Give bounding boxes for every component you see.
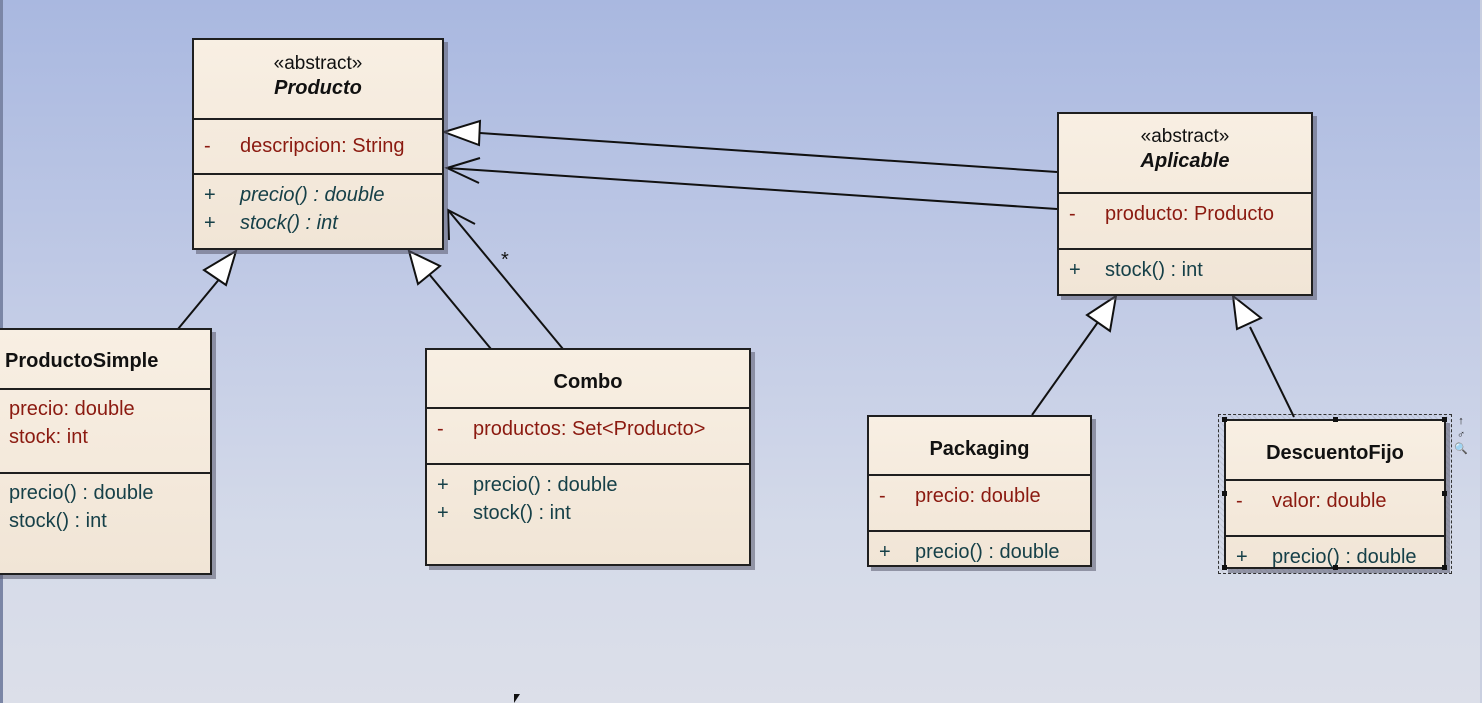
move-up-arrow-icon[interactable]: ↑ <box>1458 415 1464 427</box>
visibility-marker: + <box>437 474 449 496</box>
operation-text: precio() : double <box>1272 546 1417 568</box>
operation-row[interactable]: stock() : int <box>0 507 210 535</box>
operation-compartment: + stock() : int <box>1059 250 1311 290</box>
operation-compartment: precio() : double stock() : int <box>0 474 210 541</box>
visibility-marker: - <box>879 485 886 507</box>
generalization-combo-producto[interactable] <box>407 249 492 350</box>
operation-compartment: + precio() : double + stock() : int <box>427 465 749 533</box>
attribute-compartment: - descripcion: String <box>194 120 442 175</box>
operation-row[interactable]: + precio() : double <box>869 538 1090 566</box>
attribute-row[interactable]: - productos: Set<Producto> <box>427 415 749 443</box>
attribute-row[interactable]: - descripcion: String <box>194 132 442 160</box>
operation-text: precio() : double <box>915 541 1060 563</box>
operation-text: stock() : int <box>473 502 571 524</box>
attribute-compartment: precio: double stock: int <box>0 390 210 474</box>
visibility-marker: + <box>879 541 891 563</box>
attribute-row[interactable]: stock: int <box>0 423 210 451</box>
multiplicity-label: * <box>501 249 509 271</box>
association-combo-productos[interactable] <box>446 208 564 350</box>
visibility-marker: + <box>1236 546 1248 568</box>
resize-handle[interactable] <box>1222 417 1227 422</box>
generalization-productosimple-producto[interactable] <box>177 248 238 330</box>
visibility-marker: - <box>437 418 444 440</box>
operation-row[interactable]: + precio() : double <box>194 181 442 209</box>
class-name: Producto <box>274 77 362 99</box>
link-icon[interactable]: ♂ <box>1456 429 1466 441</box>
operation-compartment: + precio() : double <box>869 532 1090 572</box>
visibility-marker: + <box>1069 259 1081 281</box>
attribute-row[interactable]: - precio: double <box>869 482 1090 510</box>
operation-row[interactable]: + precio() : double <box>427 471 749 499</box>
attribute-text: precio: double <box>915 485 1041 507</box>
stereotype-label: «abstract» <box>1140 126 1230 147</box>
generalization-packaging-aplicable[interactable] <box>1031 293 1118 416</box>
operation-text: precio() : double <box>473 474 618 496</box>
attribute-compartment: - precio: double <box>869 476 1090 532</box>
attribute-row[interactable]: - producto: Producto <box>1059 200 1311 228</box>
attribute-row[interactable]: - valor: double <box>1226 487 1444 515</box>
resize-handle[interactable] <box>1442 491 1447 496</box>
class-name: Combo <box>553 371 623 393</box>
attribute-text: productos: Set<Producto> <box>473 418 706 440</box>
class-name: ProductoSimple <box>5 350 159 372</box>
visibility-marker: + <box>204 184 216 206</box>
class-packaging[interactable]: Packaging - precio: double + precio() : … <box>867 415 1092 567</box>
attribute-row[interactable]: precio: double <box>0 395 210 423</box>
operation-compartment: + precio() : double + stock() : int <box>194 175 442 243</box>
operation-compartment: + precio() : double <box>1226 537 1444 577</box>
class-combo[interactable]: Combo - productos: Set<Producto> + preci… <box>425 348 751 566</box>
operation-row[interactable]: + stock() : int <box>427 499 749 527</box>
operation-text: precio() : double <box>9 482 154 504</box>
attribute-text: descripcion: String <box>240 135 405 157</box>
attribute-text: producto: Producto <box>1105 203 1274 225</box>
resize-handle[interactable] <box>1333 565 1338 570</box>
generalization-aplicable-producto[interactable] <box>440 119 1058 173</box>
visibility-marker: - <box>204 135 211 157</box>
attribute-compartment: - producto: Producto <box>1059 194 1311 250</box>
operation-row[interactable]: precio() : double <box>0 479 210 507</box>
resize-handle[interactable] <box>1222 565 1227 570</box>
operation-text: stock() : int <box>240 212 338 234</box>
visibility-marker: + <box>204 212 216 234</box>
operation-row[interactable]: + precio() : double <box>1226 543 1444 571</box>
visibility-marker: - <box>1236 490 1243 512</box>
operation-text: stock() : int <box>1105 259 1203 281</box>
window-right-edge <box>1480 0 1482 703</box>
class-name: Aplicable <box>1140 150 1230 172</box>
attribute-text: stock: int <box>9 426 88 448</box>
mouse-pointer-icon <box>514 694 520 703</box>
stereotype-label: «abstract» <box>273 53 363 74</box>
operation-row[interactable]: + stock() : int <box>194 209 442 237</box>
resize-handle[interactable] <box>1333 417 1338 422</box>
zoom-icon[interactable]: 🔍 <box>1454 443 1468 455</box>
attribute-compartment: - valor: double <box>1226 481 1444 537</box>
resize-handle[interactable] <box>1442 565 1447 570</box>
attribute-text: valor: double <box>1272 490 1387 512</box>
operation-text: stock() : int <box>9 510 107 532</box>
class-producto[interactable]: «abstract» Producto - descripcion: Strin… <box>192 38 444 250</box>
class-aplicable[interactable]: «abstract» Aplicable - producto: Product… <box>1057 112 1313 296</box>
class-productosimple[interactable]: ProductoSimple precio: double stock: int… <box>0 328 212 575</box>
attribute-compartment: - productos: Set<Producto> <box>427 409 749 465</box>
resize-handle[interactable] <box>1222 491 1227 496</box>
association-aplicable-producto[interactable] <box>444 157 1058 210</box>
visibility-marker: + <box>437 502 449 524</box>
class-name: Packaging <box>929 438 1030 460</box>
class-descuentofijo[interactable]: DescuentoFijo - valor: double + precio()… <box>1224 419 1446 569</box>
operation-text: precio() : double <box>240 184 385 206</box>
operation-row[interactable]: + stock() : int <box>1059 256 1311 284</box>
visibility-marker: - <box>1069 203 1076 225</box>
attribute-text: precio: double <box>9 398 135 420</box>
resize-handle[interactable] <box>1442 417 1447 422</box>
selection-toolbar[interactable]: ↑ ♂ 🔍 <box>1453 414 1469 456</box>
class-name: DescuentoFijo <box>1266 442 1404 464</box>
generalization-descuentofijo-aplicable[interactable] <box>1231 293 1295 418</box>
